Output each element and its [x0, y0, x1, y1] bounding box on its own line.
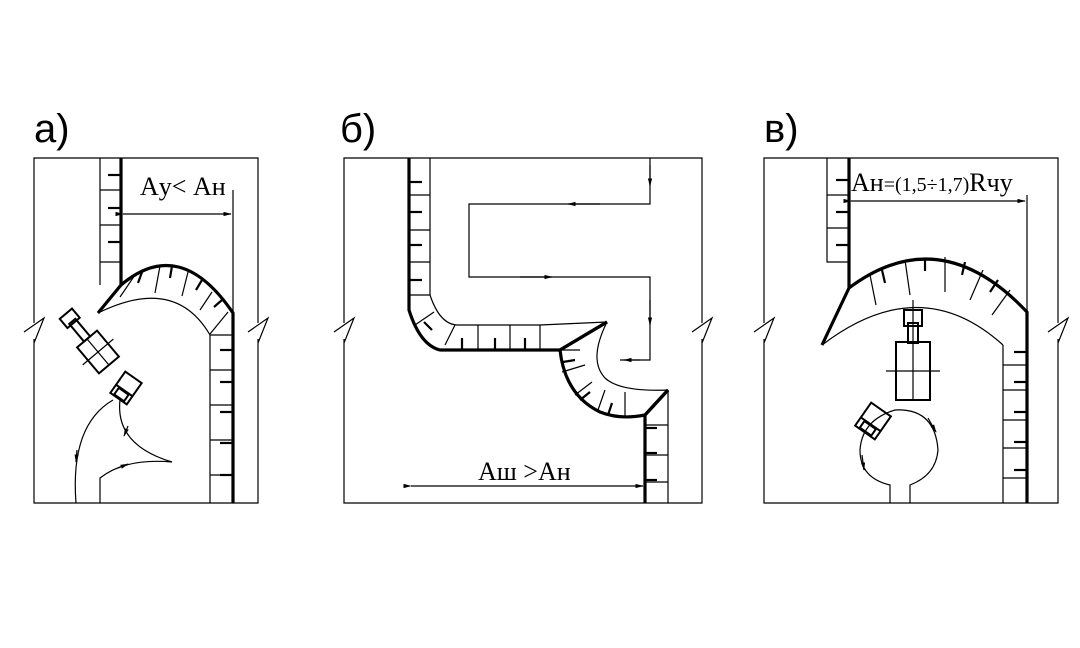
panel-c-formula-tail: Rчу: [969, 168, 1012, 197]
panel-c: в) Aн=(1,5÷1,7)Rчу: [753, 107, 1070, 504]
panel-c-frame: [753, 157, 1070, 504]
panel-b: б) Aш >Aн: [333, 107, 714, 504]
panel-b-right-face: [558, 320, 670, 419]
panel-c-formula-range: =(1,5÷1,7): [884, 174, 970, 196]
panel-c-left-face: [820, 158, 851, 346]
panel-a-truck: [108, 370, 144, 406]
panel-a-turn-arc: [119, 263, 235, 503]
panel-c-excavator: [886, 300, 940, 401]
panel-c-turn-arc: [848, 257, 1029, 503]
panel-a-excavator: [58, 307, 121, 375]
panel-c-formula-main: Aн: [851, 168, 884, 197]
panel-a: а) Aу< Aн: [23, 107, 270, 504]
panel-a-inner-arc: [97, 297, 211, 503]
panel-a-truck-path: [99, 399, 173, 503]
panel-c-label: в): [764, 107, 799, 151]
panel-b-flow-path: [468, 158, 651, 361]
panel-b-formula: Aш >Aн: [478, 457, 571, 486]
panel-b-label: б): [340, 107, 376, 151]
panel-b-left-face: [407, 158, 608, 352]
panel-b-frame: [333, 157, 714, 504]
panel-a-formula: Aу< Aн: [140, 172, 226, 201]
panel-a-frame: [23, 157, 270, 504]
panel-a-left-face: [96, 158, 123, 315]
panel-c-formula: Aн=(1,5÷1,7)Rчу: [851, 168, 1013, 197]
panel-a-left-grid: [99, 158, 121, 285]
panel-a-label: а): [34, 107, 70, 151]
